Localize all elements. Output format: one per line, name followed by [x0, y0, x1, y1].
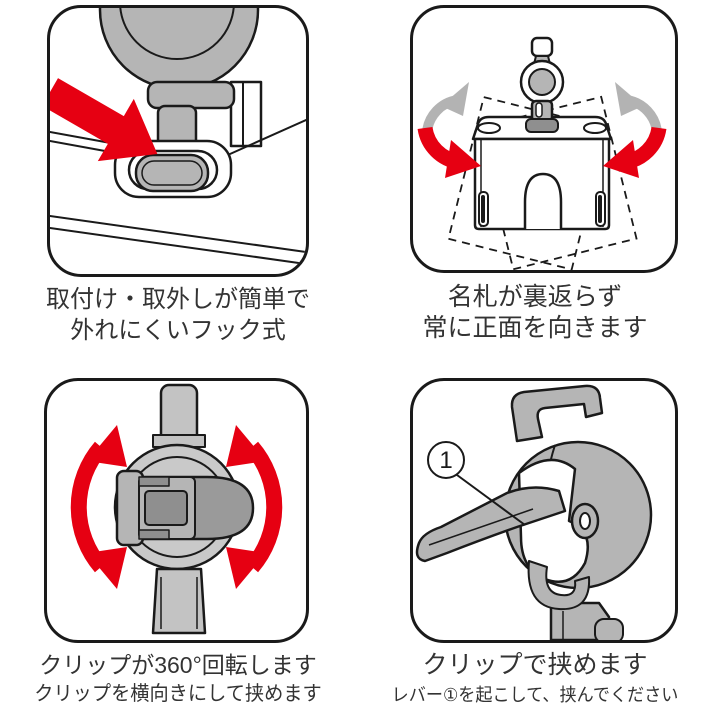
caption-hook-line1: 取付け・取外しが簡単で: [46, 286, 310, 313]
clip-lever-illustration: [415, 384, 653, 640]
caption-clip-pinch: クリップで挟めます レバー①を起こして、挟んでください: [357, 650, 713, 709]
panel-clip-pinch: 1: [410, 378, 678, 643]
caption-anti-flip: 名札が裏返らず 常に正面を向きます: [357, 282, 713, 344]
caption-anti-flip-line1: 名札が裏返らず: [447, 283, 623, 311]
swivel-top-tab: [530, 36, 554, 58]
badge-reel-rim: [119, 8, 235, 60]
hanger-hook: [510, 384, 604, 443]
panel-rotate-360: [44, 378, 309, 643]
swing-arrows-right: [603, 82, 667, 178]
hook-tip: [134, 153, 210, 193]
caption-anti-flip-line2: 常に正面を向きます: [422, 314, 648, 342]
strap-bottom: [151, 567, 207, 635]
panel-anti-flip: [410, 5, 678, 273]
bag-edge-right: [229, 119, 306, 155]
anti-flip-illustration: [417, 36, 667, 270]
hook-flange: [146, 80, 236, 110]
swing-arrows-left: [417, 82, 481, 178]
caption-hook-attachment: 取付け・取外しが簡単で 外れにくいフック式: [0, 284, 356, 346]
clip-lower-jaw: [527, 560, 591, 611]
lever-callout-number: 1: [427, 441, 465, 479]
badge-corner-slot-right: [583, 122, 607, 134]
rotate-360-illustration: [70, 383, 283, 635]
caption-rotate-360: クリップが360°回転します クリップを横向きにして挟めます: [0, 650, 356, 709]
thumb-cutout: [523, 172, 563, 229]
caption-pinch-line2: レバー①を起こして、挟んでください: [391, 685, 679, 705]
panel-hook-attachment: [47, 5, 309, 277]
fabric-fold-lines: [50, 215, 306, 265]
caption-hook-line2: 外れにくいフック式: [70, 317, 286, 344]
badge-corner-slot-left: [477, 122, 501, 134]
red-rotation-arrow-left: [70, 425, 127, 589]
callout-leader-line: [456, 474, 526, 526]
red-arrow-icon: [50, 78, 158, 162]
caption-pinch-line1: クリップで挟めます: [422, 651, 648, 679]
swivel-base: [525, 118, 559, 133]
red-rotation-arrow-right: [226, 425, 283, 589]
hook-attachment-illustration: [50, 8, 306, 265]
hook-arm: [229, 80, 263, 148]
caption-rotate-line1: クリップが360°回転します: [39, 652, 317, 678]
caption-rotate-line2: クリップを横向きにして挟めます: [34, 683, 322, 705]
